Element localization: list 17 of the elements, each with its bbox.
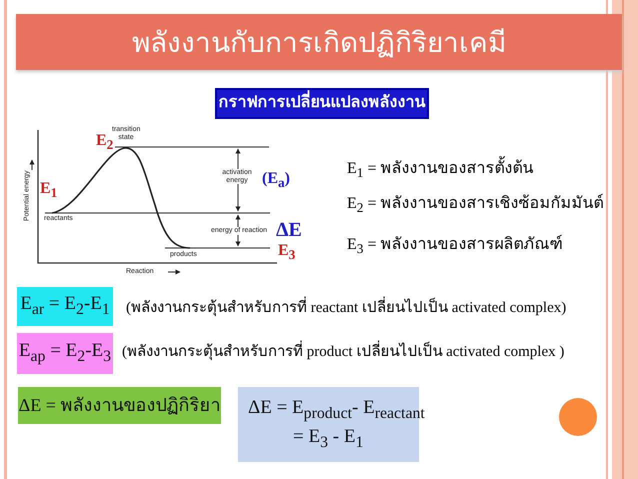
energy-label: (E$_{a}$) [262,170,290,191]
title-banner: พลังงานกับการเกิดปฏิกิริยาเคมี [16,14,622,70]
subtitle-box [215,88,429,119]
formula-box [17,333,113,374]
formula-text: ΔE = E$_{product}$- E$_{reactant}$ [248,396,425,424]
formula-text: ΔE = พลังงานของปฏิกิริยา [18,394,220,417]
energy-label: ΔE [276,219,302,241]
definition-box [18,387,221,424]
formula-text: = E$_{3}$ - E$_{1}$ [293,424,364,452]
energy-label: E$_{3}$ [278,242,296,263]
definition-text: E$_{3}$ = พลังงานของสารผลิตภัณฑ์ [347,236,562,257]
formula-text: E$_{ar}$ = E$_{2}$-E$_{1}$ [20,292,110,320]
definition-text: E$_{2}$ = พลังงานของสารเชิงซ้อมกัมมันต์ [347,195,604,216]
formula-text: E$_{ap}$ = E$_{2}$-E$_{3}$ [18,339,112,368]
energy-label: E$_{2}$ [96,132,114,153]
energy-label: E$_{1}$ [40,180,58,201]
formula-box [17,287,113,326]
